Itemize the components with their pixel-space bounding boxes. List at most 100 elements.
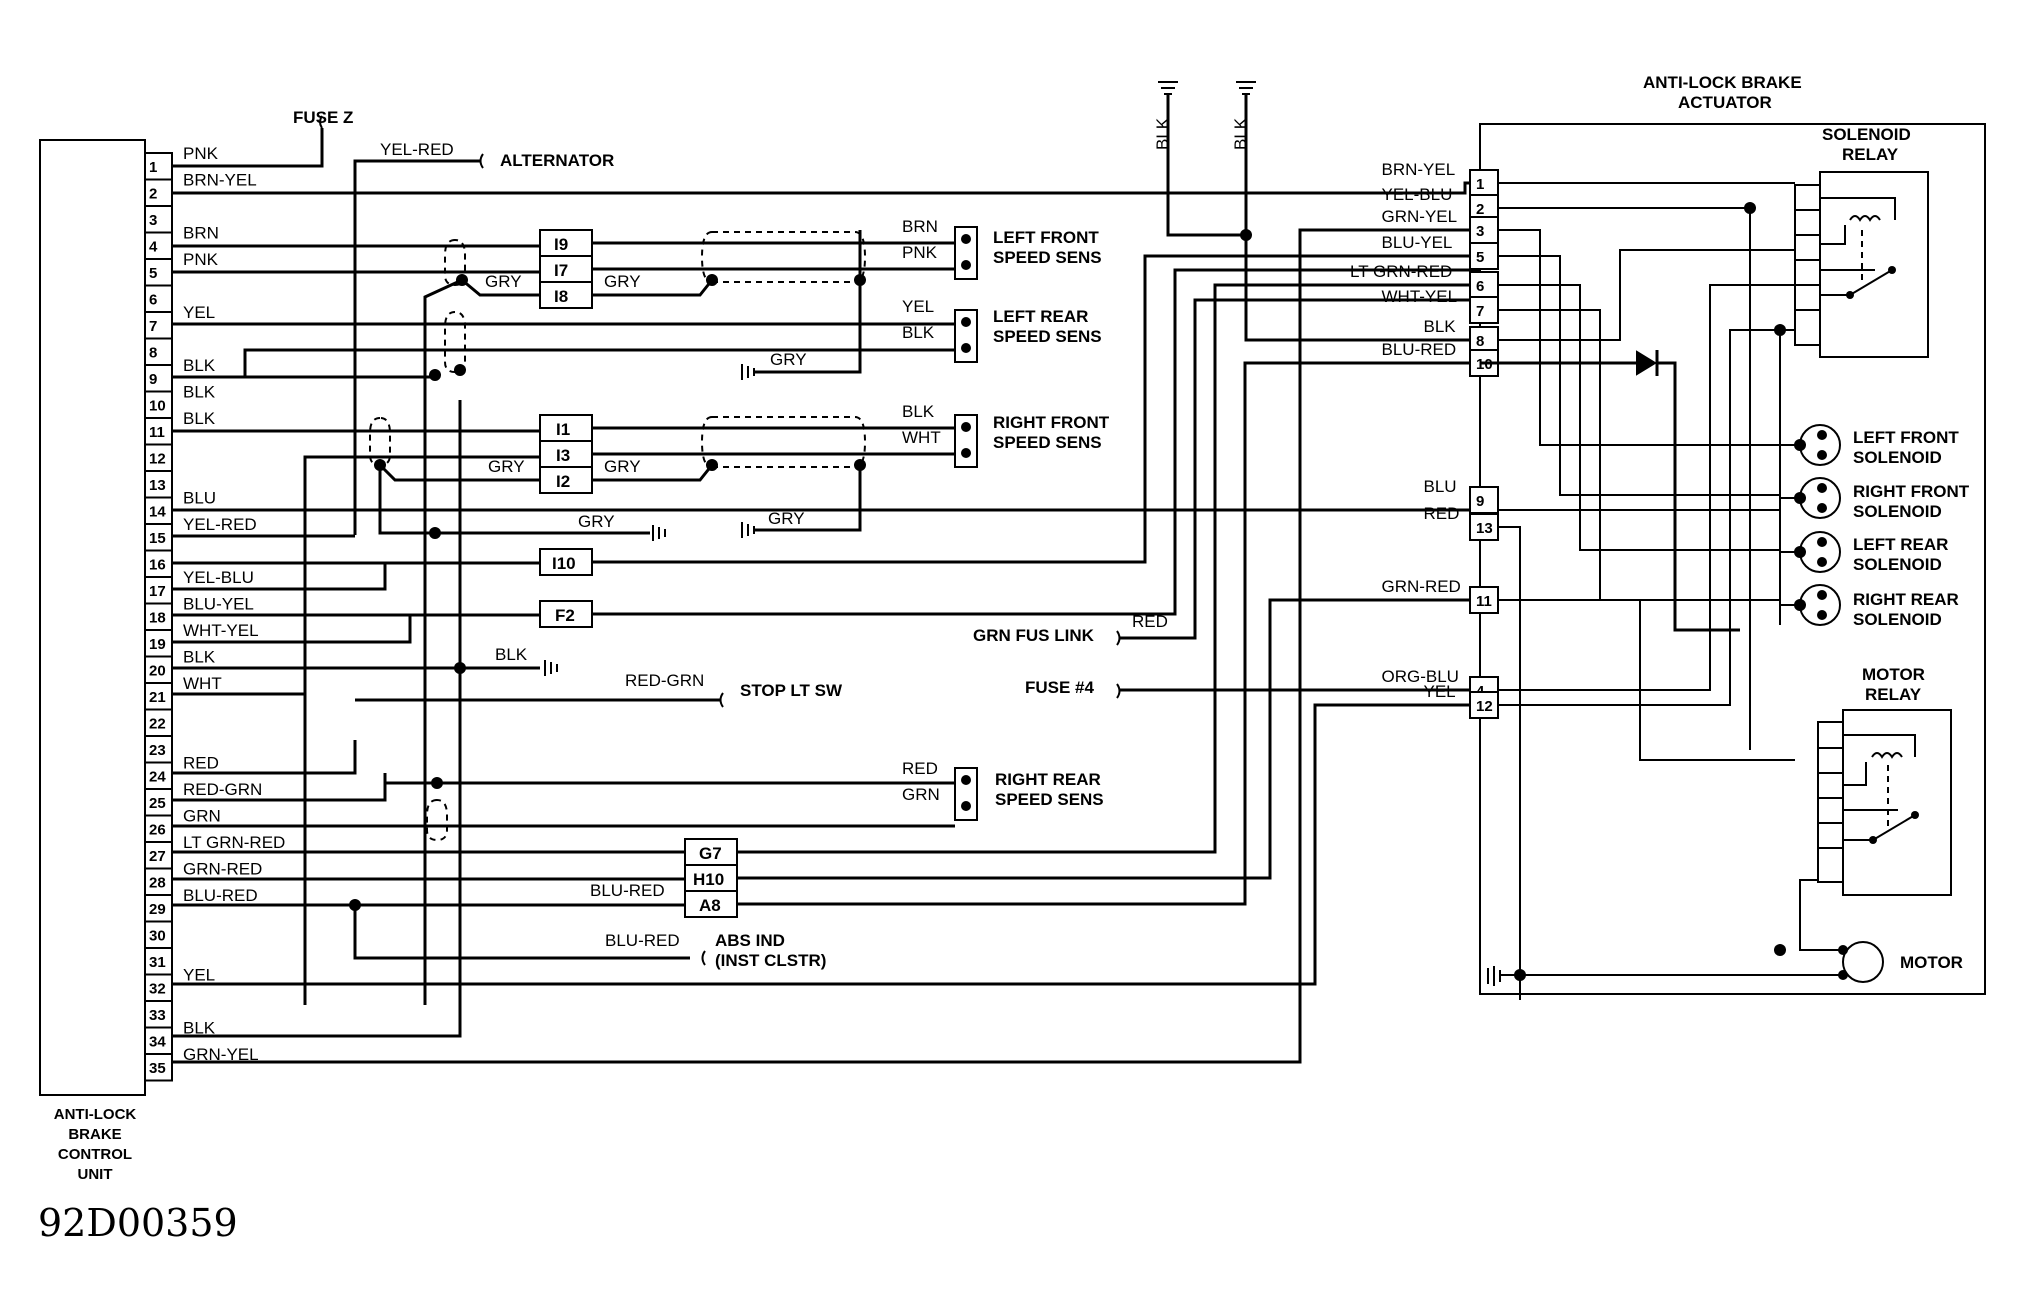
splice-rr: [431, 777, 443, 789]
wire-red-fus-link: [1120, 298, 1480, 640]
cu-pin-number: 23: [149, 742, 166, 759]
lr-sensor-label-2: SPEED SENS: [993, 327, 1102, 346]
act-int-11: [1498, 284, 1795, 691]
cu-pin-box: [144, 841, 173, 870]
fus-link-wire-label: RED: [1132, 612, 1168, 631]
cu-wire-color-label: YEL-RED: [183, 515, 257, 534]
alternator-connector-symbol: [479, 153, 484, 169]
actuator-wire-color-label: RED: [1424, 504, 1460, 523]
act-int-3: [1498, 229, 1780, 446]
rf-solenoid-label-2: SOLENOID: [1853, 502, 1942, 521]
act-int-splice-1: [1744, 202, 1756, 214]
shield-lr-cu: [444, 311, 466, 374]
wire-gry-lr-ground: [755, 230, 862, 374]
rf-sensor-pin-1: [961, 422, 971, 432]
stop-lt-sw-label: STOP LT SW: [740, 681, 843, 700]
cu-wire-color-label: GRN: [183, 807, 221, 826]
blk-label-ground: BLK: [495, 645, 528, 664]
abs-ind-symbol: [701, 950, 706, 966]
connector-i10-label: I10: [552, 554, 576, 573]
cu-wire-color-label: PNK: [183, 250, 219, 269]
wire-wht-yel-cu: [172, 615, 412, 644]
actuator-title-1: ANTI-LOCK BRAKE: [1643, 73, 1802, 92]
cu-pin-number: 11: [149, 424, 165, 441]
solenoid-terminal: [1817, 610, 1827, 620]
actuator-pin-box: [1469, 296, 1499, 324]
lf-solenoid-label-1: LEFT FRONT: [1853, 428, 1959, 447]
rf-sensor-pin-2: [961, 448, 971, 458]
act-int-6: [1498, 309, 1780, 601]
abs-ind-label-2: (INST CLSTR): [715, 951, 826, 970]
wire-blk-lr: [243, 348, 955, 377]
motor-icon: [1842, 941, 1884, 983]
act-int-7: [1498, 249, 1795, 341]
solenoid-terminal: [1817, 430, 1827, 440]
cu-pin-box: [144, 920, 173, 949]
wire-lt-grn-red-actuator: [737, 283, 1480, 854]
wire-wht-rf-cu: [303, 455, 540, 1005]
wire-red-24: [172, 740, 357, 775]
solenoid-relay-terminal-lines: [1795, 209, 1820, 311]
connector-i2-label: I2: [556, 472, 570, 491]
cu-wire-color-label: BRN: [183, 224, 219, 243]
actuator-pin-strip: 12356781091311412: [1469, 169, 1499, 719]
ground-rf-icon: [741, 522, 755, 538]
rr-sensor-pin-2: [961, 801, 971, 811]
wire-blk-ground-2: [1244, 94, 1480, 342]
cu-pin-box: [144, 947, 173, 976]
wire-blk-34: [172, 400, 462, 1038]
cu-pin-number: 18: [149, 610, 166, 627]
cu-pin-number: 15: [149, 530, 166, 547]
cu-wire-color-label: BLU: [183, 489, 216, 508]
rr-sensor-label-2: SPEED SENS: [995, 790, 1104, 809]
cu-pin-box: [144, 284, 173, 313]
rr-sensor-connector: [954, 767, 978, 821]
figure-code: 92D00359: [38, 1201, 238, 1245]
rr-sensor-pin-1: [961, 775, 971, 785]
cu-pin-number: 6: [149, 292, 157, 309]
motor-splice: [1774, 944, 1786, 956]
actuator-wire-color-label: BLU-RED: [1382, 340, 1457, 359]
actuator-pin-box: [1469, 169, 1499, 197]
actuator-pin-number: 8: [1476, 333, 1484, 350]
gry-label-rf-cu: GRY: [488, 457, 525, 476]
actuator-pin-number: 1: [1476, 176, 1484, 193]
connector-i9: [539, 229, 593, 257]
cu-pin-number: 9: [149, 371, 157, 388]
splice-gry-2: [706, 274, 718, 286]
actuator-pin-box: [1469, 326, 1499, 354]
solenoid-terminal: [1817, 590, 1827, 600]
actuator-pin-number: 3: [1476, 223, 1484, 240]
fuse-z-label: FUSE Z: [293, 108, 353, 127]
alternator-label: ALTERNATOR: [500, 151, 614, 170]
wire-gry-rf: [592, 464, 714, 482]
act-int-10: [1498, 599, 1795, 761]
fuse4-label: FUSE #4: [1025, 678, 1095, 697]
cu-pin-number: 28: [149, 875, 166, 892]
motor-relay-terminals: [1817, 721, 1844, 883]
ground-top-2-icon: [1236, 81, 1256, 95]
lr-sensor-wire-2: BLK: [902, 323, 935, 342]
cu-pin-box: [144, 735, 173, 764]
lf-sensor-label-2: SPEED SENS: [993, 248, 1102, 267]
motor-relay-to-motor: [1799, 879, 1840, 951]
connector-g7-label: G7: [699, 844, 722, 863]
wire-blu-red-abs: [353, 905, 690, 960]
cu-pin-number: 10: [149, 398, 166, 415]
cu-wire-color-label: GRN-YEL: [183, 1045, 259, 1064]
rf-sensor-connector: [954, 414, 978, 468]
cu-pin-box: [144, 1000, 173, 1029]
actuator-wire-color-label: WHT-YEL: [1382, 287, 1458, 306]
wire-blu-yel-actuator: [592, 268, 1480, 616]
solenoid-relay-contact-2: [1888, 266, 1896, 274]
cu-pin-number: 27: [149, 848, 166, 865]
cu-pin-number: 33: [149, 1007, 166, 1024]
control-unit-wire-labels: PNKBRN-YELBRNPNKYELBLKBLKBLKBLUYEL-REDYE…: [183, 144, 285, 1064]
grn-fus-link-label: GRN FUS LINK: [973, 626, 1095, 645]
actuator-pin-number: 13: [1476, 520, 1493, 537]
cu-wire-color-label: BLU-RED: [183, 886, 258, 905]
gry-label-lf: GRY: [604, 272, 641, 291]
motor-relay-label-2: RELAY: [1865, 685, 1922, 704]
wire-yel-blu-actuator: [592, 254, 1480, 564]
actuator-wire-color-label: BLU: [1424, 477, 1457, 496]
